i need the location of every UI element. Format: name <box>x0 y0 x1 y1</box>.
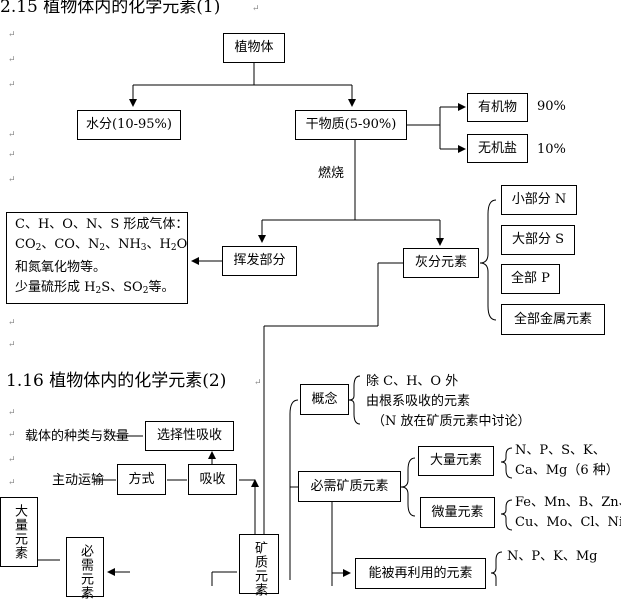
paragraph-mark-icon: ↵ <box>252 4 260 14</box>
dry-matter-box: 干物质(5-90%) <box>295 110 407 140</box>
organic-percent: 90% <box>537 99 566 114</box>
water-box: 水分(10-95%) <box>77 110 181 140</box>
concept-box: 概念 <box>300 384 349 415</box>
section2-title: 1.16 植物体内的化学元素(2) <box>6 371 227 391</box>
burn-label: 燃烧 <box>318 166 345 181</box>
macro-vertical-label: 大量元素 <box>12 504 27 560</box>
gas-line-2: CO2、CO、N2、NH3、H2O <box>15 237 188 253</box>
ash-box: 灰分元素 <box>403 248 479 278</box>
paragraph-mark-icon: ↵ <box>8 175 16 185</box>
volatile-box: 挥发部分 <box>222 246 297 276</box>
ash-item-3: 全部 P <box>501 264 560 294</box>
gas-line-4: 少量硫形成 H2S、SO2等。 <box>15 280 175 296</box>
plant-body-box: 植物体 <box>223 33 285 63</box>
section1-title: 2.15 植物体内的化学元素(1) <box>0 0 221 17</box>
essential-vertical-label: 必需元素 <box>78 544 93 600</box>
ash-item-4: 全部金属元素 <box>501 304 605 335</box>
paragraph-mark-icon: ↵ <box>8 478 16 488</box>
micro-element-box: 微量元素 <box>420 497 495 528</box>
paragraph-mark-icon: ↵ <box>8 318 16 328</box>
essential-vertical-box: 必需元素 <box>66 537 104 600</box>
essential-mineral-box: 必需矿质元素 <box>298 471 401 502</box>
reusable-items: N、P、K、Mg <box>507 549 598 564</box>
paragraph-mark-icon: ↵ <box>8 55 16 65</box>
mineral-vertical-box: 矿质元素 <box>239 534 279 597</box>
inorganic-box: 无机盐 <box>467 134 528 163</box>
paragraph-mark-icon: ↵ <box>8 150 16 160</box>
paragraph-mark-icon: ↵ <box>254 378 262 388</box>
macro-items-2: Ca、Mg（6 种） <box>515 463 619 478</box>
active-transport-label: 主动运输 <box>52 473 105 488</box>
method-box: 方式 <box>117 464 166 495</box>
concept-line-2: 由根系吸收的元素 <box>366 394 471 409</box>
reusable-element-box: 能被再利用的元素 <box>355 558 486 589</box>
paragraph-mark-icon: ↵ <box>8 340 16 350</box>
macro-vertical-box: 大量元素 <box>0 497 38 567</box>
paragraph-mark-icon: ↵ <box>8 430 16 440</box>
macro-items-1: N、P、S、K、 <box>515 443 606 458</box>
absorb-box: 吸收 <box>188 464 237 495</box>
paragraph-mark-icon: ↵ <box>8 455 16 465</box>
carrier-label: 载体的种类与数量 <box>25 429 130 444</box>
selective-absorb-box: 选择性吸收 <box>145 421 234 451</box>
macro-element-box: 大量元素 <box>418 446 494 476</box>
ash-item-1: 小部分 N <box>501 185 577 215</box>
organic-box: 有机物 <box>467 93 528 122</box>
micro-items-2: Cu、Mo、Cl、Ni <box>515 515 621 530</box>
gas-line-3: 和氮氧化物等。 <box>15 260 107 275</box>
concept-line-3: （N 放在矿质元素中讨论） <box>372 414 531 429</box>
connector-lines <box>38 63 513 586</box>
micro-items-1: Fe、Mn、B、Zn、 <box>515 495 621 510</box>
concept-line-1: 除 C、H、O 外 <box>366 374 459 389</box>
paragraph-mark-icon: ↵ <box>8 408 16 418</box>
paragraph-mark-icon: ↵ <box>8 80 16 90</box>
inorganic-percent: 10% <box>537 142 566 157</box>
paragraph-mark-icon: ↵ <box>8 130 16 140</box>
paragraph-mark-icon: ↵ <box>8 30 16 40</box>
gas-text-box: C、H、O、N、S 形成气体： CO2、CO、N2、NH3、H2O 和氮氧化物等… <box>6 212 188 304</box>
ash-item-2: 大部分 S <box>501 225 575 255</box>
gas-line-1: C、H、O、N、S 形成气体： <box>15 217 189 232</box>
mineral-vertical-label: 矿质元素 <box>252 541 267 597</box>
